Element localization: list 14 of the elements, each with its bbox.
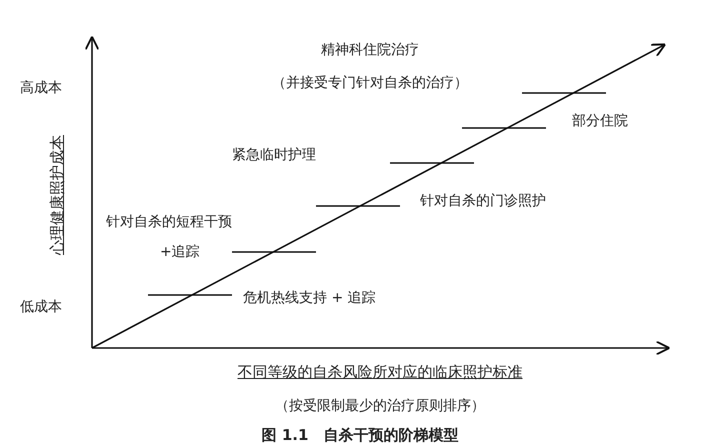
axis-title: 心理健康照护成本: [48, 135, 66, 255]
step-note: （并接受专门针对自杀的治疗）: [272, 74, 468, 92]
axis-tick-label: 高成本: [20, 79, 62, 97]
figure-caption: 图 1.1 自杀干预的阶梯模型: [262, 426, 458, 444]
axis-tick-label: 低成本: [20, 298, 62, 316]
axis-subtitle: （按受限制最少的治疗原则排序）: [275, 397, 485, 415]
step-label: 针对自杀的短程干预: [106, 213, 232, 231]
step-label: 精神科住院治疗: [321, 41, 419, 59]
axis-title: 不同等级的自杀风险所对应的临床照护标准: [238, 363, 522, 381]
step-label: 针对自杀的门诊照护: [420, 192, 546, 210]
step-label: +追踪: [160, 243, 200, 261]
step-label: 部分住院: [572, 112, 628, 130]
step-label: 危机热线支持 + 追踪: [243, 289, 376, 307]
step-label: 紧急临时护理: [232, 146, 316, 164]
